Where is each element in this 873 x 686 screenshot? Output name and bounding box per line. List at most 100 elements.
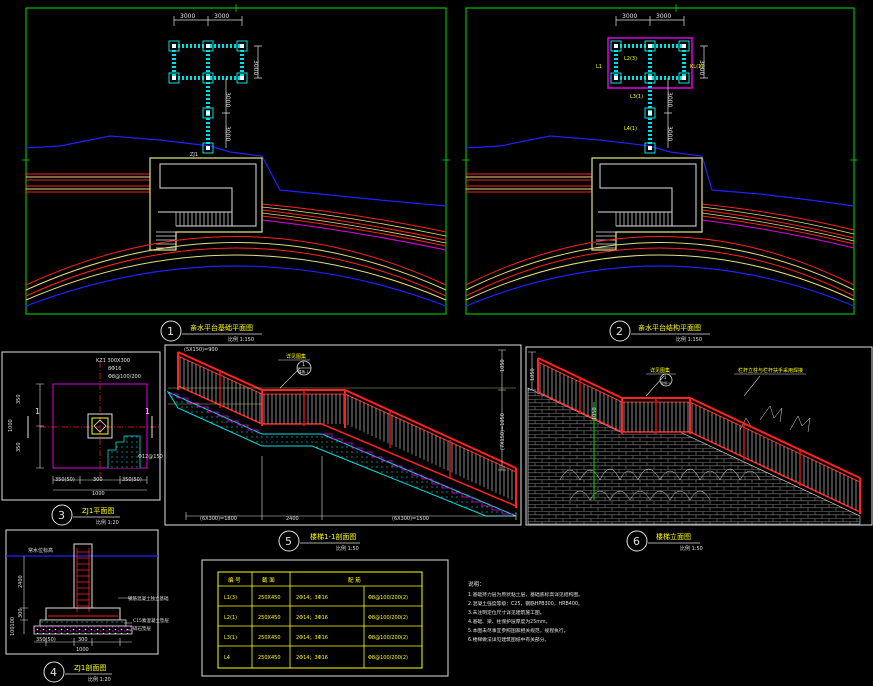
- view-1-number: 1: [167, 325, 174, 338]
- notes-line: 3.未注明定位尺寸详见建筑施工图。: [468, 609, 545, 616]
- view-4-dim-h1: 350(50): [36, 637, 56, 643]
- notes-line: 1.基础持力层为原状粘土层，基础底标高详见结构图。: [468, 591, 583, 598]
- view-6-scale: 比例 1:50: [680, 545, 703, 552]
- view-6-railing: [537, 357, 861, 514]
- view-3-dim-bottom-3: 350(50): [122, 477, 142, 483]
- view-3-dim-left-2: 350: [16, 442, 22, 452]
- schedule-cell: 250X450: [258, 635, 281, 641]
- view-6-detail-num: 1: [664, 375, 667, 380]
- view-3-frame: [1, 351, 161, 501]
- view-5-detail-sub: 建施-1: [298, 369, 309, 374]
- view-3-dim-bottom-total: 1000: [92, 491, 105, 497]
- view-2-dim-stem-2: 3000: [666, 126, 673, 141]
- view-5-detail-num: 1: [302, 362, 305, 368]
- view-3-scale: 比例 1:20: [96, 519, 119, 526]
- view-4-note-c: 碎石垫层: [133, 625, 151, 632]
- view-3-dim-left-total: 1000: [8, 419, 14, 432]
- schedule-header-section: 截 面: [262, 576, 275, 584]
- view-1-number-bubble: [160, 320, 182, 342]
- schedule-header-rebar: 配 筋: [348, 576, 361, 584]
- view-3-number: 3: [58, 509, 65, 522]
- view-6-detail-sub: 建施-1: [661, 380, 670, 385]
- view-5-dim-b1: (6X300)=1800: [200, 516, 237, 522]
- view-6-dim-right: 1050: [530, 368, 536, 381]
- view-2-tag-l4: L4(1): [624, 126, 637, 132]
- view-2-dim-top-left: 3000: [622, 13, 637, 20]
- view-1-scale: 比例 1:150: [228, 336, 254, 343]
- view-4-dim-v3: 100100: [10, 617, 16, 636]
- view-2-tag-l1: L1: [596, 64, 602, 70]
- view-4-concrete-bed: [39, 619, 127, 627]
- view-4-zj1-section: 常水位标高 钢筋混凝土独立基础 C15素混凝土垫层 碎石垫层 2400 300 …: [5, 529, 169, 683]
- view-5-dim-rise: (5X150)=900: [184, 347, 218, 353]
- view-4-number: 4: [50, 666, 57, 679]
- view-6-detail-bubble: [659, 373, 673, 387]
- view-4-scale: 比例 1:20: [88, 676, 111, 683]
- view-1-frame: [25, 7, 447, 315]
- view-2-title: 亲水平台结构平面图: [638, 323, 701, 332]
- view-2-frame: [465, 7, 855, 315]
- view-6-stair-elevation: 1050 1050 详见图集 1 建施-1 栏杆立柱与栏杆扶手采用焊接 6 楼梯…: [525, 346, 873, 552]
- view-5-dim-right: 1050: [500, 359, 506, 372]
- view-2-dim-top-right: 3000: [656, 13, 671, 20]
- notes-line: 6.楼梯做法详见建筑图纸中有关部分。: [468, 636, 549, 643]
- view-5-frame: [164, 344, 522, 526]
- view-4-frame: [5, 529, 159, 655]
- view-4-gravel-bed: [33, 625, 133, 635]
- schedule-cell: Φ8@100/200(2): [368, 595, 408, 601]
- view-3-note-1: KZ1 300X300: [96, 358, 130, 364]
- view-3-section-mark-left: 1: [35, 407, 40, 416]
- view-3-dim-left-1: 350: [16, 394, 22, 404]
- view-4-title: ZJ1剖面图: [74, 663, 106, 672]
- view-2-structure-plan: 3000 3000 3000 3000 3000 L1 L2(3) L3(1) …: [462, 4, 858, 343]
- general-notes: 说明： 1.基础持力层为原状粘土层，基础底标高详见结构图。 2.混凝土强度等级：…: [468, 580, 583, 643]
- view-1-dim-right: 3000: [252, 60, 259, 75]
- view-1-dim-top-left: 3000: [180, 13, 195, 20]
- notes-line: 5.本图未尽事宜参照国家相关规范，规程执行。: [468, 627, 569, 634]
- schedule-cell: L1(3): [224, 595, 237, 601]
- view-6-detail-tag: 详见图集: [650, 367, 670, 374]
- view-1-shoreline: [25, 135, 447, 207]
- view-1-title: 亲水平台基础平面图: [190, 323, 253, 332]
- view-6-dim-mid: 1050: [592, 407, 598, 420]
- view-6-brick-wall: [527, 387, 861, 525]
- view-4-dim-v2: 300: [18, 608, 24, 618]
- notes-line: 4.基础、梁、柱保护层厚度为25mm。: [468, 618, 550, 625]
- view-6-title: 楼梯立面图: [656, 532, 691, 541]
- schedule-cell: 2Φ14；3Φ16: [296, 635, 328, 641]
- view-2-tag-l3: L3(1): [630, 94, 643, 100]
- view-2-number: 2: [616, 325, 623, 338]
- view-1-dim-stem-1: 3000: [224, 92, 231, 107]
- view-5-railing: [177, 351, 517, 508]
- view-5-dim-total-rise: (7X150)=1050: [500, 413, 506, 450]
- view-5-stair-steps: [170, 393, 514, 515]
- view-4-water-label: 常水位标高: [28, 547, 53, 554]
- view-4-number-bubble: [43, 661, 65, 683]
- view-3-dim-bottom-2: 300: [93, 477, 103, 483]
- view-4-note-b: C15素混凝土垫层: [133, 617, 169, 624]
- view-5-title: 楼梯1-1剖面图: [310, 532, 356, 541]
- view-5-detail-tag: 详见图集: [286, 353, 306, 360]
- view-3-dim-bottom-1: 350(50): [55, 477, 75, 483]
- view-5-dim-b2: 2400: [286, 516, 299, 522]
- view-3-number-bubble: [51, 504, 73, 526]
- schedule-cell: 250X450: [258, 655, 281, 661]
- schedule-cell: 250X450: [258, 615, 281, 621]
- view-2-tag-l2: L2(3): [624, 56, 637, 62]
- view-4-dim-v1: 2400: [18, 575, 24, 588]
- view-5-scale: 比例 1:50: [336, 545, 359, 552]
- view-6-note: 栏杆立柱与栏杆扶手采用焊接: [738, 367, 803, 374]
- view-5-stair-section: 1050 (7X150)=1050 (5X150)=900 (6X300)=18…: [164, 344, 522, 552]
- view-2-dim-right: 3000: [698, 60, 705, 75]
- view-2-dim-stem-1: 3000: [666, 92, 673, 107]
- view-1-col-tag: ZJ1: [190, 152, 198, 158]
- view-4-dim-h2: 300: [78, 637, 88, 643]
- view-2-tag-kl: KL(1): [690, 64, 703, 70]
- view-5-dim-b3: (6X300)=1500: [392, 516, 429, 522]
- view-1-column-grid: [168, 40, 248, 154]
- schedule-cell: L4: [224, 655, 230, 661]
- view-3-note-2: 8Φ16: [108, 366, 121, 372]
- schedule-outer-frame: [201, 559, 449, 677]
- schedule-cell: Φ8@100/200(2): [368, 615, 408, 621]
